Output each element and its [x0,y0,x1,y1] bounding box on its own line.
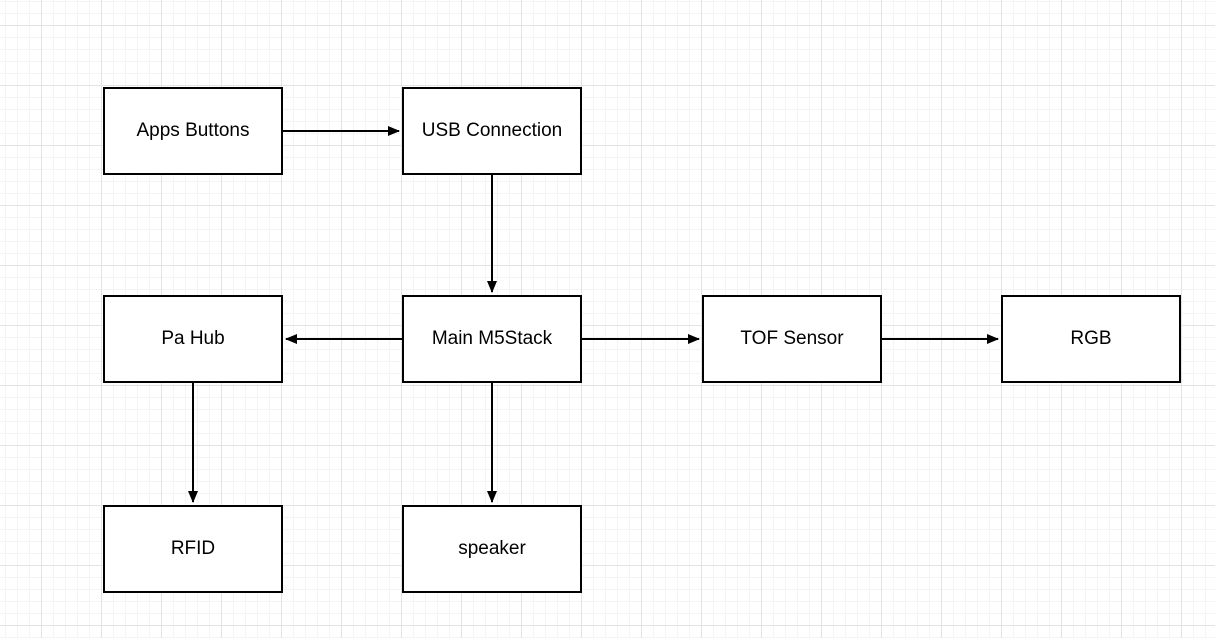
node-label: RFID [170,537,216,559]
node-label: Apps Buttons [136,119,250,141]
node-label: speaker [458,537,526,559]
node-apps-buttons[interactable]: Apps Buttons [103,87,283,175]
node-usb-connection[interactable]: USB Connection [402,87,582,175]
node-label: Main M5Stack [431,327,553,349]
node-label: Pa Hub [161,327,225,349]
node-main-m5stack[interactable]: Main M5Stack [402,295,582,383]
node-label: USB Connection [421,119,563,141]
node-label: TOF Sensor [740,327,844,349]
node-rfid[interactable]: RFID [103,505,283,593]
node-rgb[interactable]: RGB [1001,295,1181,383]
node-tof-sensor[interactable]: TOF Sensor [702,295,882,383]
node-pa-hub[interactable]: Pa Hub [103,295,283,383]
node-speaker[interactable]: speaker [402,505,582,593]
node-label: RGB [1070,327,1112,349]
